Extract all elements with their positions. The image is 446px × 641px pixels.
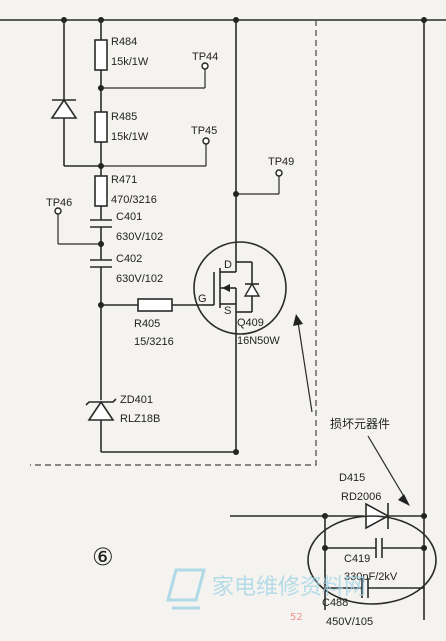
zener-zd401 bbox=[85, 398, 117, 421]
capacitor-c402 bbox=[90, 259, 112, 268]
r405-ref: R405 bbox=[134, 318, 160, 330]
c488-ref: C488 bbox=[322, 597, 348, 609]
damaged-components-note: 损坏元器件 bbox=[330, 417, 390, 431]
c401-value: 630V/102 bbox=[116, 231, 163, 243]
watermark-url: 52 bbox=[290, 612, 303, 623]
r485-ref: R485 bbox=[111, 111, 137, 123]
q409-value: 16N50W bbox=[237, 335, 280, 347]
mosfet-q409 bbox=[193, 241, 287, 335]
gate-pin-label: G bbox=[198, 293, 207, 305]
c401-ref: C401 bbox=[116, 211, 142, 223]
dashed-boundary bbox=[30, 20, 317, 466]
zd401-value: RLZ18B bbox=[120, 413, 160, 425]
capacitor-c401 bbox=[90, 219, 112, 228]
resistor-r485 bbox=[94, 111, 108, 143]
r484-value: 15k/1W bbox=[111, 56, 149, 68]
r471-ref: R471 bbox=[111, 174, 137, 186]
drain-pin-label: D bbox=[224, 259, 232, 271]
annotation-arrow bbox=[367, 435, 407, 501]
source-pin-label: S bbox=[224, 305, 231, 317]
capacitor-c419 bbox=[375, 538, 383, 558]
watermark-text: 家电维修资料网 bbox=[212, 575, 366, 600]
r405-value: 15/3216 bbox=[134, 336, 174, 348]
c419-value: 330pF/2kV bbox=[344, 571, 398, 583]
c402-value: 630V/102 bbox=[116, 273, 163, 285]
d415-value: RD2006 bbox=[341, 491, 381, 503]
tp45-label: TP45 bbox=[191, 125, 217, 137]
zd401-ref: ZD401 bbox=[120, 394, 153, 406]
c488-value: 450V/105 bbox=[326, 616, 373, 628]
diode-symbol bbox=[50, 98, 78, 119]
tp46-pad bbox=[54, 207, 62, 215]
annotation-arrow bbox=[297, 321, 313, 413]
damaged-zone-ellipse bbox=[307, 515, 437, 605]
r485-value: 15k/1W bbox=[111, 131, 149, 143]
c402-ref: C402 bbox=[116, 253, 142, 265]
watermark-logo-icon bbox=[166, 568, 206, 610]
tp49-label: TP49 bbox=[268, 156, 294, 168]
q409-ref: Q409 bbox=[237, 317, 264, 329]
resistor-r484 bbox=[94, 39, 108, 71]
figure-number: ⑥ bbox=[92, 543, 114, 571]
resistor-r405 bbox=[137, 298, 173, 312]
tp45-pad bbox=[202, 137, 210, 145]
r484-ref: R484 bbox=[111, 36, 137, 48]
d415-ref: D415 bbox=[339, 472, 365, 484]
resistor-r471 bbox=[94, 175, 108, 207]
c419-ref: C419 bbox=[344, 553, 370, 565]
r471-value: 470/3216 bbox=[111, 194, 157, 206]
tp44-pad bbox=[201, 62, 209, 70]
tp44-label: TP44 bbox=[192, 51, 218, 63]
tp46-label: TP46 bbox=[46, 197, 72, 209]
tp49-pad bbox=[275, 169, 283, 177]
